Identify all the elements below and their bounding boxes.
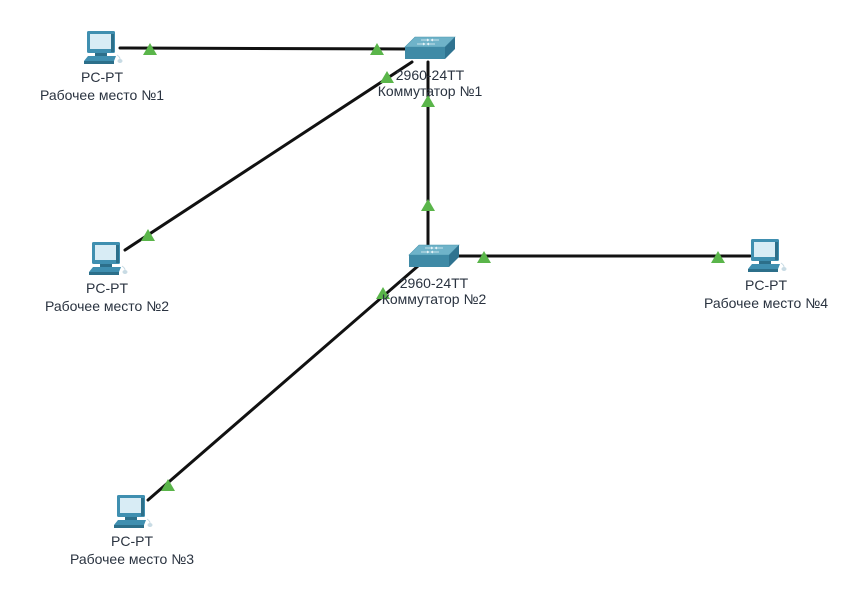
device-name-label: Коммутатор №1 (378, 83, 483, 99)
link-status-up-icon (711, 251, 725, 263)
pc-icon (748, 239, 787, 272)
device-model-label: PC-PT (81, 69, 123, 85)
device-name-label: Рабочее место №3 (70, 551, 194, 567)
link-status-up-icon (376, 287, 390, 299)
device-model-label: PC-PT (745, 277, 787, 293)
link-status-up-icon (477, 251, 491, 263)
device-name-label: Коммутатор №2 (382, 291, 487, 307)
pc-icon (84, 31, 123, 64)
device-model-label: 2960-24TT (400, 275, 469, 291)
device-pc3[interactable]: PC-PT Рабочее место №3 (70, 495, 194, 567)
link-cable[interactable] (146, 264, 420, 502)
device-model-label: PC-PT (86, 280, 128, 296)
links-layer (118, 43, 752, 502)
devices-layer: PC-PT Рабочее место №1 PC-PT Рабочее место … (40, 31, 828, 567)
device-name-label: Рабочее место №2 (45, 298, 169, 314)
link-sw1-sw2[interactable] (421, 60, 435, 252)
link-status-up-icon (141, 229, 155, 241)
link-sw2-pc4[interactable] (450, 251, 752, 263)
switch-icon (408, 244, 460, 267)
device-pc4[interactable]: PC-PT Рабочее место №4 (704, 239, 828, 311)
pc-icon (89, 242, 128, 275)
device-name-label: Рабочее место №1 (40, 87, 164, 103)
link-status-up-icon (143, 43, 157, 55)
device-pc2[interactable]: PC-PT Рабочее место №2 (45, 242, 169, 314)
device-model-label: 2960-24TT (396, 67, 465, 83)
link-status-up-icon (421, 95, 435, 107)
link-cable[interactable] (123, 60, 414, 252)
device-model-label: PC-PT (111, 533, 153, 549)
link-status-up-icon (370, 43, 384, 55)
pc-icon (114, 495, 153, 528)
link-sw2-pc3[interactable] (146, 264, 420, 502)
link-status-up-icon (380, 71, 394, 83)
device-pc1[interactable]: PC-PT Рабочее место №1 (40, 31, 164, 103)
switch-icon (404, 36, 456, 59)
link-cable[interactable] (118, 46, 412, 51)
device-name-label: Рабочее место №4 (704, 295, 828, 311)
link-status-up-icon (421, 199, 435, 211)
link-pc2-sw1[interactable] (123, 60, 414, 252)
link-status-up-icon (161, 479, 175, 491)
link-pc1-sw1[interactable] (118, 43, 412, 55)
